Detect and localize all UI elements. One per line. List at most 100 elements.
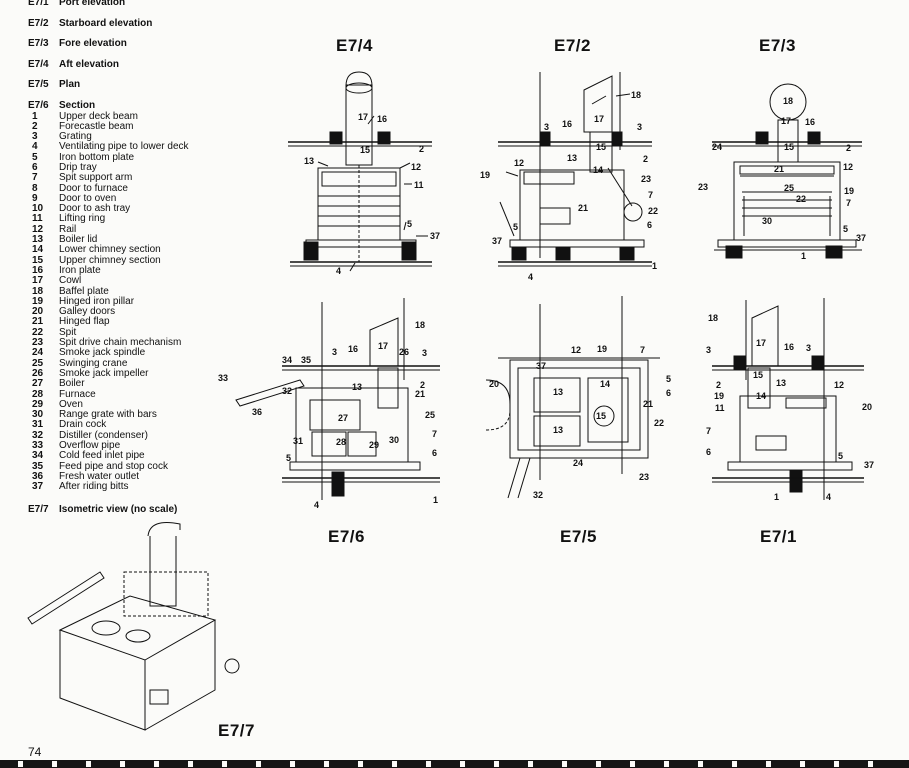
callout: 20 [862,402,872,412]
callout: 37 [492,236,502,246]
callout: 7 [706,426,711,436]
legend-item-label: Door to oven [59,192,117,204]
drawing-e7-5 [485,296,660,499]
callout: 17 [756,338,766,348]
legend-item-number: 11 [32,213,43,225]
callout: 3 [806,343,811,353]
callout: 22 [648,206,658,216]
legend-item-label: Boiler lid [59,234,98,246]
callout: 11 [715,403,725,413]
callout: 37 [536,361,546,371]
callout: 32 [533,490,543,500]
callout: 7 [432,429,437,439]
callout: 15 [784,142,794,152]
legend-item-label: Spit drive chain mechanism [59,337,182,349]
callout: 13 [553,425,563,435]
legend-item-number: 8 [32,182,38,194]
callout: 31 [293,436,303,446]
callout: 28 [336,437,346,447]
view-title-e72: E7/2 [554,36,591,55]
callout: 5 [666,374,671,384]
callout: 15 [596,142,606,152]
callout: 12 [411,162,421,172]
legend-item-number: 10 [32,203,44,215]
callout: 3 [544,122,549,132]
legend-item-label: Grating [59,131,92,143]
callout: 5 [843,224,848,234]
callout: 30 [389,435,399,445]
legend-item-label: Lifting ring [59,213,106,225]
callout: 25 [784,183,794,193]
callout: 20 [489,379,499,389]
callout: 21 [578,203,588,213]
callout: 18 [631,90,641,100]
callout: 19 [714,391,724,401]
callout: 22 [796,194,806,204]
callout: 3 [706,345,711,355]
legend-item: 22 Spit [28,326,278,338]
callout: 5 [838,451,843,461]
callout: 37 [430,231,440,241]
legend-item-number: 35 [32,460,44,472]
legend-item-label: Baffel plate [59,285,109,297]
callout: 5 [286,453,291,463]
drawing-e7-1 [712,298,864,500]
callout: 11 [414,180,424,190]
legend-item-label: Fresh water outlet [59,470,140,482]
callout: 12 [834,380,844,390]
legend-item-label: After riding bitts [59,481,129,493]
callout: 17 [358,112,368,122]
legend-item-label: Drain cock [59,419,107,431]
drawing-e7-4 [288,71,432,272]
legend-item-label: Upper deck beam [59,110,138,122]
callout: 13 [776,378,786,388]
legend-item: 27 Boiler [28,378,278,390]
legend-item-number: 37 [32,481,44,493]
callout: 27 [338,413,348,423]
view-title-e74: E7/4 [336,36,373,55]
callout: 14 [593,165,603,175]
callout: 25 [425,410,435,420]
legend-item-number: 2 [32,120,38,132]
legend-item-number: 33 [32,440,44,451]
callout: 17 [378,341,388,351]
legend-item-label: Boiler [59,378,85,390]
callout: 21 [643,399,653,409]
callout: 16 [805,117,815,127]
view-title-e71: E7/1 [760,527,797,546]
drawing-e7-2 [498,72,652,267]
callout: 23 [698,182,708,192]
callout: 18 [708,313,718,323]
callout: 30 [762,216,772,226]
legend-item-label: Distiller (condenser) [59,429,148,441]
callout: 16 [377,114,387,124]
legend-item-label: Galley doors [59,306,116,318]
callout: 24 [573,458,583,468]
legend-item-number: 22 [32,326,44,338]
callout: 7 [648,190,653,200]
callout: 2 [716,380,721,390]
legend-item-label: Iron bottom plate [59,151,135,163]
legend-item-label: Door to furnace [59,182,128,194]
legend-item-number: 16 [32,264,44,276]
legend-item: 37 After riding bitts [28,481,278,493]
legend-item-label: Drip tray [59,161,97,173]
callout-labels: 16 17 15 2 13 12 11 5 37 4 18 17 16 3 3 … [218,90,874,510]
legend-item-label: Spit [59,326,77,338]
callout: 19 [844,186,854,196]
callout: 14 [756,391,766,401]
legend-item-number: 27 [32,378,44,390]
